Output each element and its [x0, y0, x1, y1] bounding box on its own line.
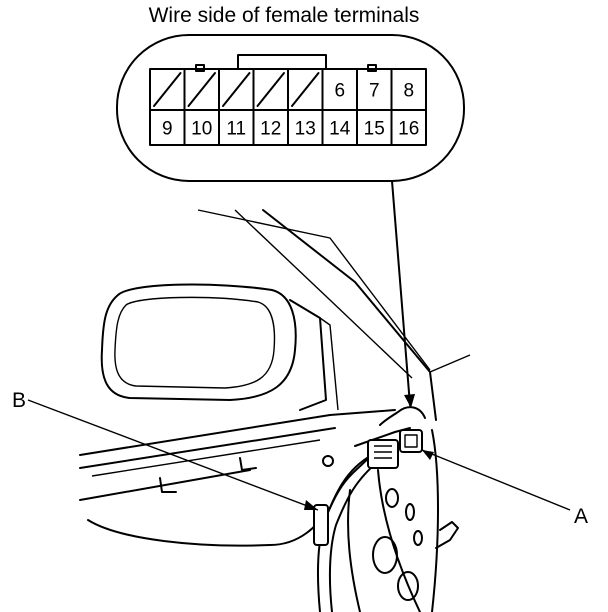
callout-b-line	[27, 399, 319, 511]
callout-a-label: A	[574, 505, 588, 528]
terminal-pin-label: 15	[364, 119, 385, 140]
key-nub-right	[367, 64, 377, 72]
vacant-cavity-slash	[256, 72, 285, 107]
harness-clip	[313, 504, 329, 546]
terminal-pin-label: 9	[162, 119, 173, 140]
connector-b	[367, 439, 399, 469]
leader-arrowhead	[404, 394, 415, 408]
door-panel	[79, 409, 459, 612]
callout-b-label: B	[12, 389, 26, 412]
vacant-cavity-slash	[187, 72, 216, 107]
callout-a-arrowhead	[422, 450, 434, 460]
wire-harness	[313, 406, 426, 612]
terminal-pin-label: 14	[329, 119, 351, 140]
connector-face: 6 7 8 9 10 11 12 13 14 15 16	[116, 34, 465, 182]
side-mirror	[100, 283, 339, 411]
terminal-pin-label: 16	[398, 119, 419, 140]
connector-a	[399, 429, 423, 453]
callout-b-arrowhead	[304, 500, 318, 510]
terminal-pin-label: 7	[369, 81, 380, 102]
vacant-cavity-slash	[222, 72, 251, 107]
terminal-pin-label: 12	[260, 119, 281, 140]
connector-leader-line	[391, 180, 411, 406]
vacant-cavity-slash	[153, 72, 182, 107]
callout-a-line	[421, 449, 571, 511]
terminal-pin-label: 13	[295, 119, 316, 140]
terminal-pin-label: 6	[334, 81, 345, 102]
terminal-pin-label: 10	[191, 119, 212, 140]
key-nub-left	[195, 64, 205, 72]
terminal-pin-label: 11	[226, 119, 246, 140]
door-frame	[197, 209, 471, 421]
diagram-title: Wire side of female terminals	[149, 4, 420, 27]
vacant-cavity-slash	[291, 72, 320, 107]
terminal-pin-label: 8	[403, 81, 414, 102]
